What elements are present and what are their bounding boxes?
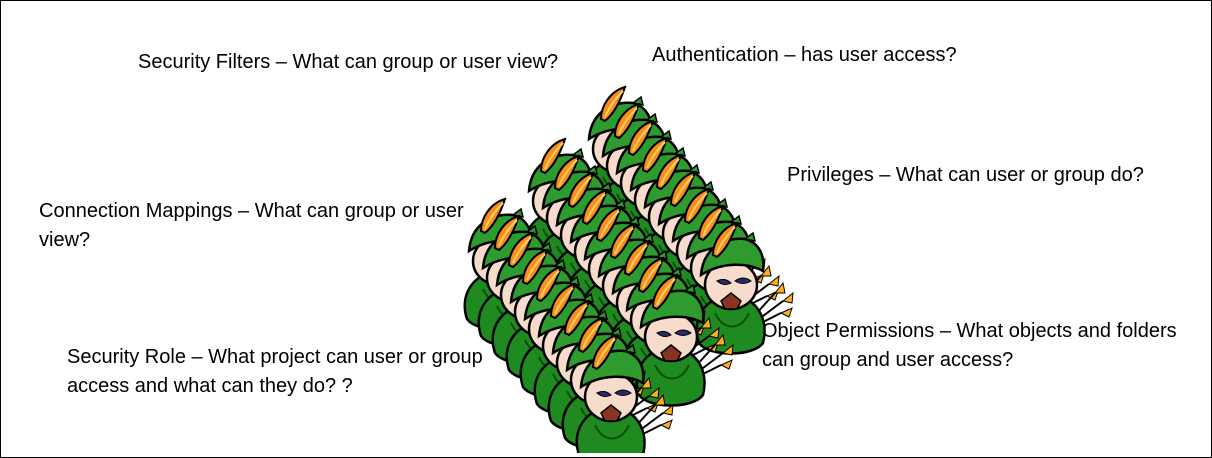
object-permissions-label: Object Permissions – What objects and fo… bbox=[762, 320, 1177, 371]
authentication-label: Authentication – has user access? bbox=[652, 44, 957, 66]
archer-crowd-illustration bbox=[463, 85, 795, 453]
security-role-label: Security Role – What project can user or… bbox=[67, 346, 483, 397]
connection-mappings-label: Connection Mappings – What can group or … bbox=[39, 200, 464, 251]
security-filters-label: Security Filters – What can group or use… bbox=[138, 51, 559, 73]
privileges-label: Privileges – What can user or group do? bbox=[787, 164, 1144, 186]
archers-group bbox=[463, 85, 795, 453]
